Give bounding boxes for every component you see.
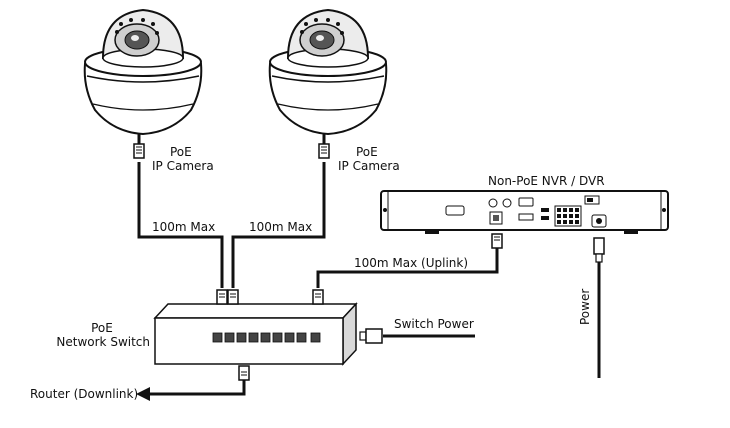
cable-uplink [316, 248, 499, 288]
cable-camera2 [231, 162, 326, 288]
camera2-label: PoE IP Camera [338, 145, 400, 173]
dome-camera-icon [268, 8, 388, 146]
nvr-label: Non-PoE NVR / DVR [488, 174, 605, 188]
cable-downlink [146, 372, 246, 396]
power-label: Power [578, 288, 592, 325]
uplink-label: 100m Max (Uplink) [354, 256, 469, 270]
rj45-plug-icon [491, 233, 503, 249]
switch-label-line2: Network Switch [56, 335, 150, 349]
camera2-label-line1: PoE [356, 145, 378, 159]
camera1-label: PoE IP Camera [152, 145, 214, 173]
cable2-label: 100m Max [249, 220, 313, 234]
rj45-plug-icon [227, 289, 239, 305]
router-label: Router (Downlink) [30, 387, 139, 401]
power-plug-icon [593, 237, 605, 263]
cable-camera1 [137, 162, 224, 288]
nvr-recorder-icon [380, 190, 669, 234]
switch-label: PoE Network Switch [50, 321, 150, 349]
camera1-label-line2: IP Camera [152, 159, 214, 173]
power-plug-icon [359, 328, 383, 344]
arrow-left-icon [136, 387, 150, 401]
switch-label-line1: PoE [91, 321, 113, 335]
switch-power-label: Switch Power [394, 317, 474, 331]
rj45-plug-icon [133, 143, 145, 159]
dome-camera-icon [83, 8, 203, 146]
rj45-plug-icon [216, 289, 228, 305]
camera2-label-line2: IP Camera [338, 159, 400, 173]
rj45-plug-icon [318, 143, 330, 159]
camera1-label-line1: PoE [170, 145, 192, 159]
network-switch-icon [153, 302, 358, 366]
rj45-plug-icon [312, 289, 324, 305]
cable1-label: 100m Max [152, 220, 216, 234]
rj45-plug-icon [238, 365, 250, 381]
